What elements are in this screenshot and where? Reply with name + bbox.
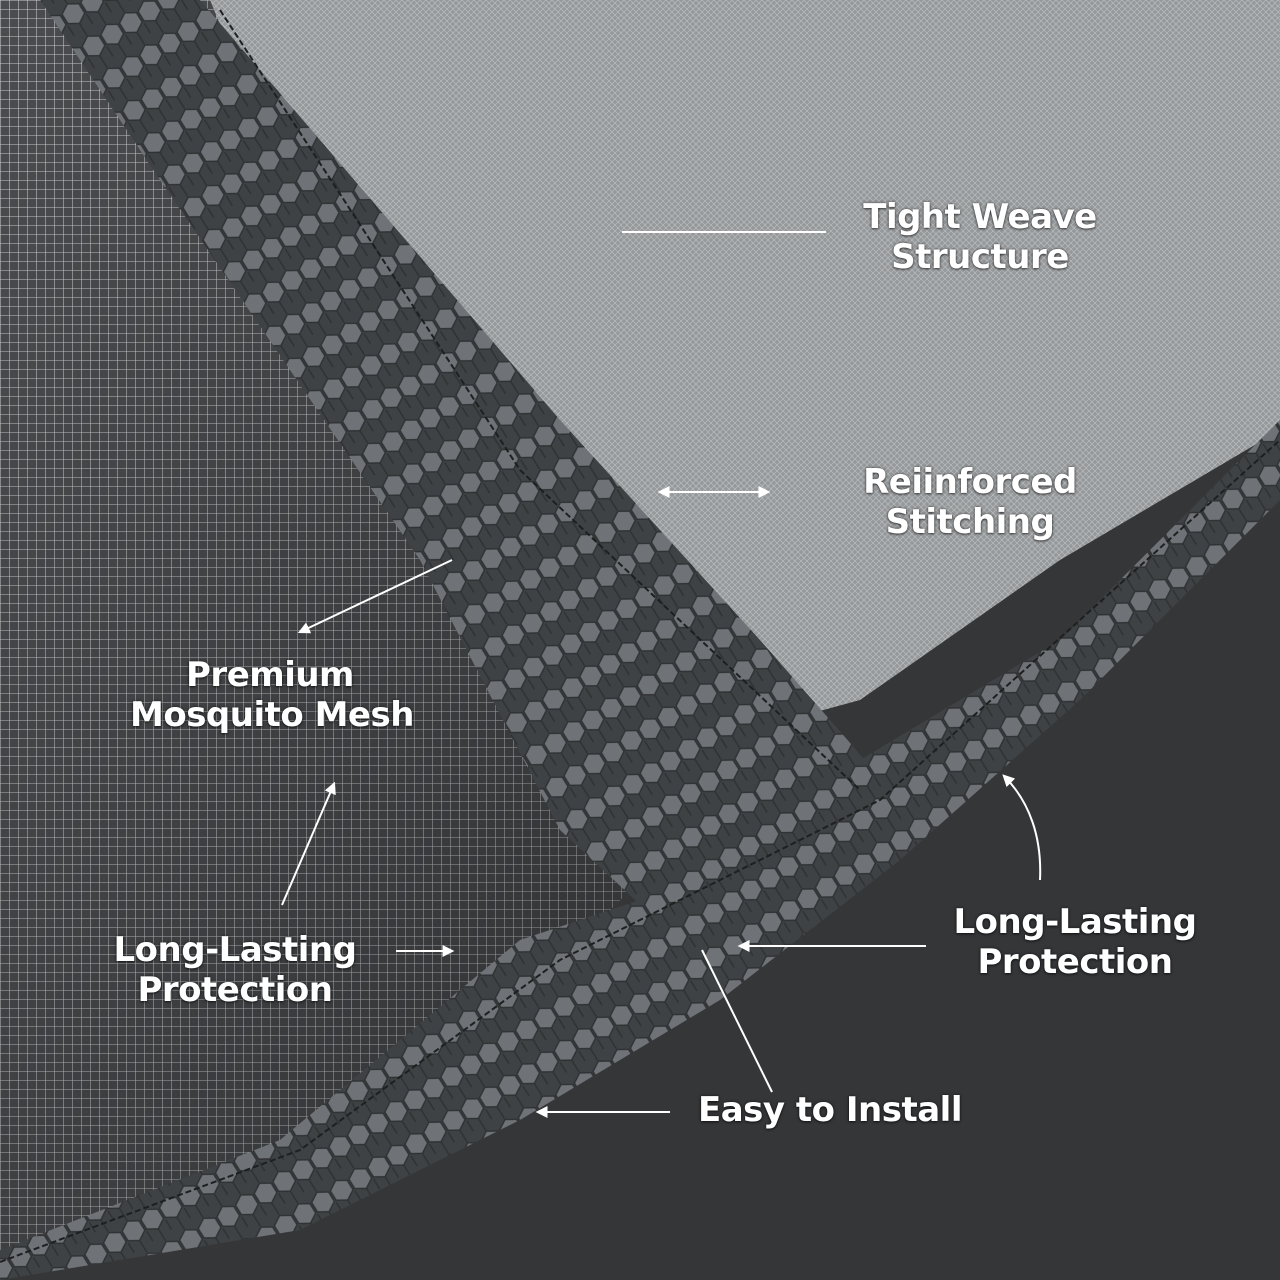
label-long-lasting-left-line1: Long-Lasting — [113, 930, 357, 970]
fine-mesh-panel — [200, 0, 1280, 760]
label-easy-install: Easy to Install — [690, 1090, 970, 1130]
label-easy-install-line1: Easy to Install — [698, 1090, 962, 1130]
long-lasting-right-arrow — [1002, 774, 1042, 881]
label-long-lasting-right-line2: Protection — [977, 942, 1173, 982]
stitch-seam — [219, 9, 861, 791]
binding-tape-main — [40, 0, 900, 960]
label-long-lasting-left-line2: Protection — [137, 970, 333, 1010]
label-reinforced-stitching-line1: Reiinforced — [863, 462, 1077, 502]
label-long-lasting-left: Long-Lasting Protection — [100, 930, 370, 1010]
label-tight-weave: Tight Weave Structure — [845, 197, 1115, 277]
long-lasting-left-up-arrow — [281, 781, 336, 906]
label-tight-weave-line2: Structure — [891, 237, 1069, 277]
label-reinforced-stitching: Reiinforced Stitching — [845, 462, 1095, 542]
label-premium-mesh-line2: Mosquito Mesh — [130, 695, 414, 735]
label-long-lasting-right: Long-Lasting Protection — [945, 902, 1205, 982]
label-premium-mesh-line1: Premium — [186, 655, 354, 695]
label-reinforced-stitching-line2: Stitching — [885, 502, 1055, 542]
label-premium-mesh: Premium Mosquito Mesh — [130, 655, 414, 735]
label-tight-weave-line1: Tight Weave — [863, 197, 1097, 237]
easy-install-pointer — [701, 949, 773, 1093]
premium-mesh-arrow — [297, 559, 453, 634]
label-long-lasting-right-line1: Long-Lasting — [953, 902, 1197, 942]
